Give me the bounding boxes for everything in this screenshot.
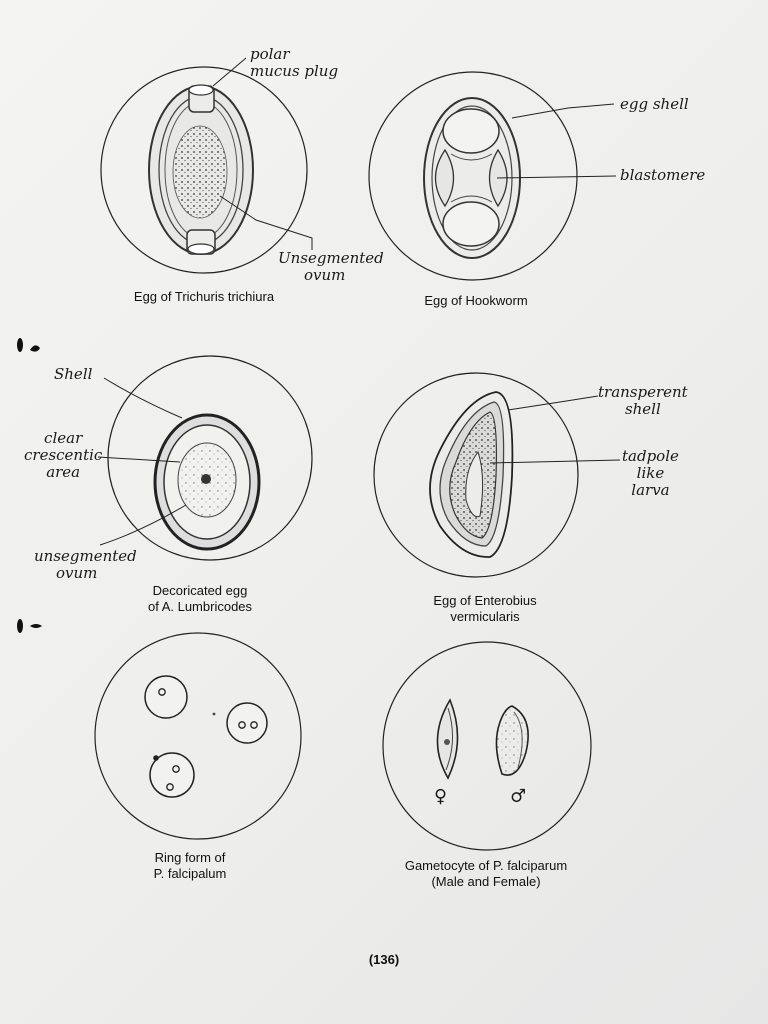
label-tadpole-like-larva: tadpole like larva bbox=[622, 447, 679, 499]
microscope-field bbox=[100, 66, 308, 274]
microscope-field bbox=[94, 632, 302, 840]
blastomere-left bbox=[434, 148, 455, 208]
label-blastomere: blastomere bbox=[620, 166, 706, 184]
trichuris-egg-drawing bbox=[100, 57, 313, 274]
figure-caption-enterobius: Egg of Enterobius vermicularis bbox=[433, 593, 537, 624]
page-number: (136) bbox=[368, 952, 400, 967]
male-symbol: ♂ bbox=[510, 786, 527, 807]
margin-marks bbox=[17, 338, 42, 633]
ascaris-egg-drawing bbox=[97, 355, 313, 561]
unsegmented-ovum bbox=[172, 125, 228, 219]
label-unsegmented-ovum-ascaris: unsegmented ovum bbox=[34, 547, 137, 582]
nucleus bbox=[201, 474, 211, 484]
red-cell bbox=[144, 675, 188, 719]
red-cell bbox=[226, 702, 268, 744]
microscope-field bbox=[382, 641, 592, 851]
microscope-field bbox=[368, 71, 578, 281]
hookworm-egg-drawing bbox=[368, 71, 617, 281]
figure-caption-trichuris: Egg of Trichuris trichiura bbox=[133, 289, 275, 304]
microscope-field bbox=[373, 372, 579, 578]
figure-caption-gametocyte: Gametocyte of P. falciparum (Male and Fe… bbox=[404, 858, 568, 889]
gametocyte-drawing bbox=[382, 641, 592, 851]
female-symbol: ♀ bbox=[434, 786, 448, 807]
figure-caption-ring-form: Ring form of P. falcipalum bbox=[153, 850, 227, 881]
figure-caption-ascaris: Decoricated egg of A. Lumbricodes bbox=[147, 583, 253, 614]
label-shell: Shell bbox=[54, 365, 93, 383]
label-polar-mucus-plug: polar mucus plug bbox=[250, 45, 339, 80]
label-unsegmented-ovum-trichuris: Unsegmented ovum bbox=[278, 249, 384, 284]
figure-caption-hookworm: Egg of Hookworm bbox=[424, 293, 528, 308]
blastomere-top bbox=[442, 108, 500, 154]
enterobius-egg-drawing bbox=[373, 372, 621, 578]
male-gametocyte bbox=[495, 705, 529, 776]
label-transparent-shell: transperent shell bbox=[598, 383, 688, 418]
red-cell bbox=[149, 752, 195, 798]
female-gametocyte bbox=[436, 698, 459, 780]
label-egg-shell: egg shell bbox=[620, 95, 689, 113]
ring-form-drawing bbox=[94, 632, 302, 840]
blastomere-bottom bbox=[442, 201, 500, 247]
label-clear-crescentic-area: clear crescentic area bbox=[24, 429, 103, 481]
